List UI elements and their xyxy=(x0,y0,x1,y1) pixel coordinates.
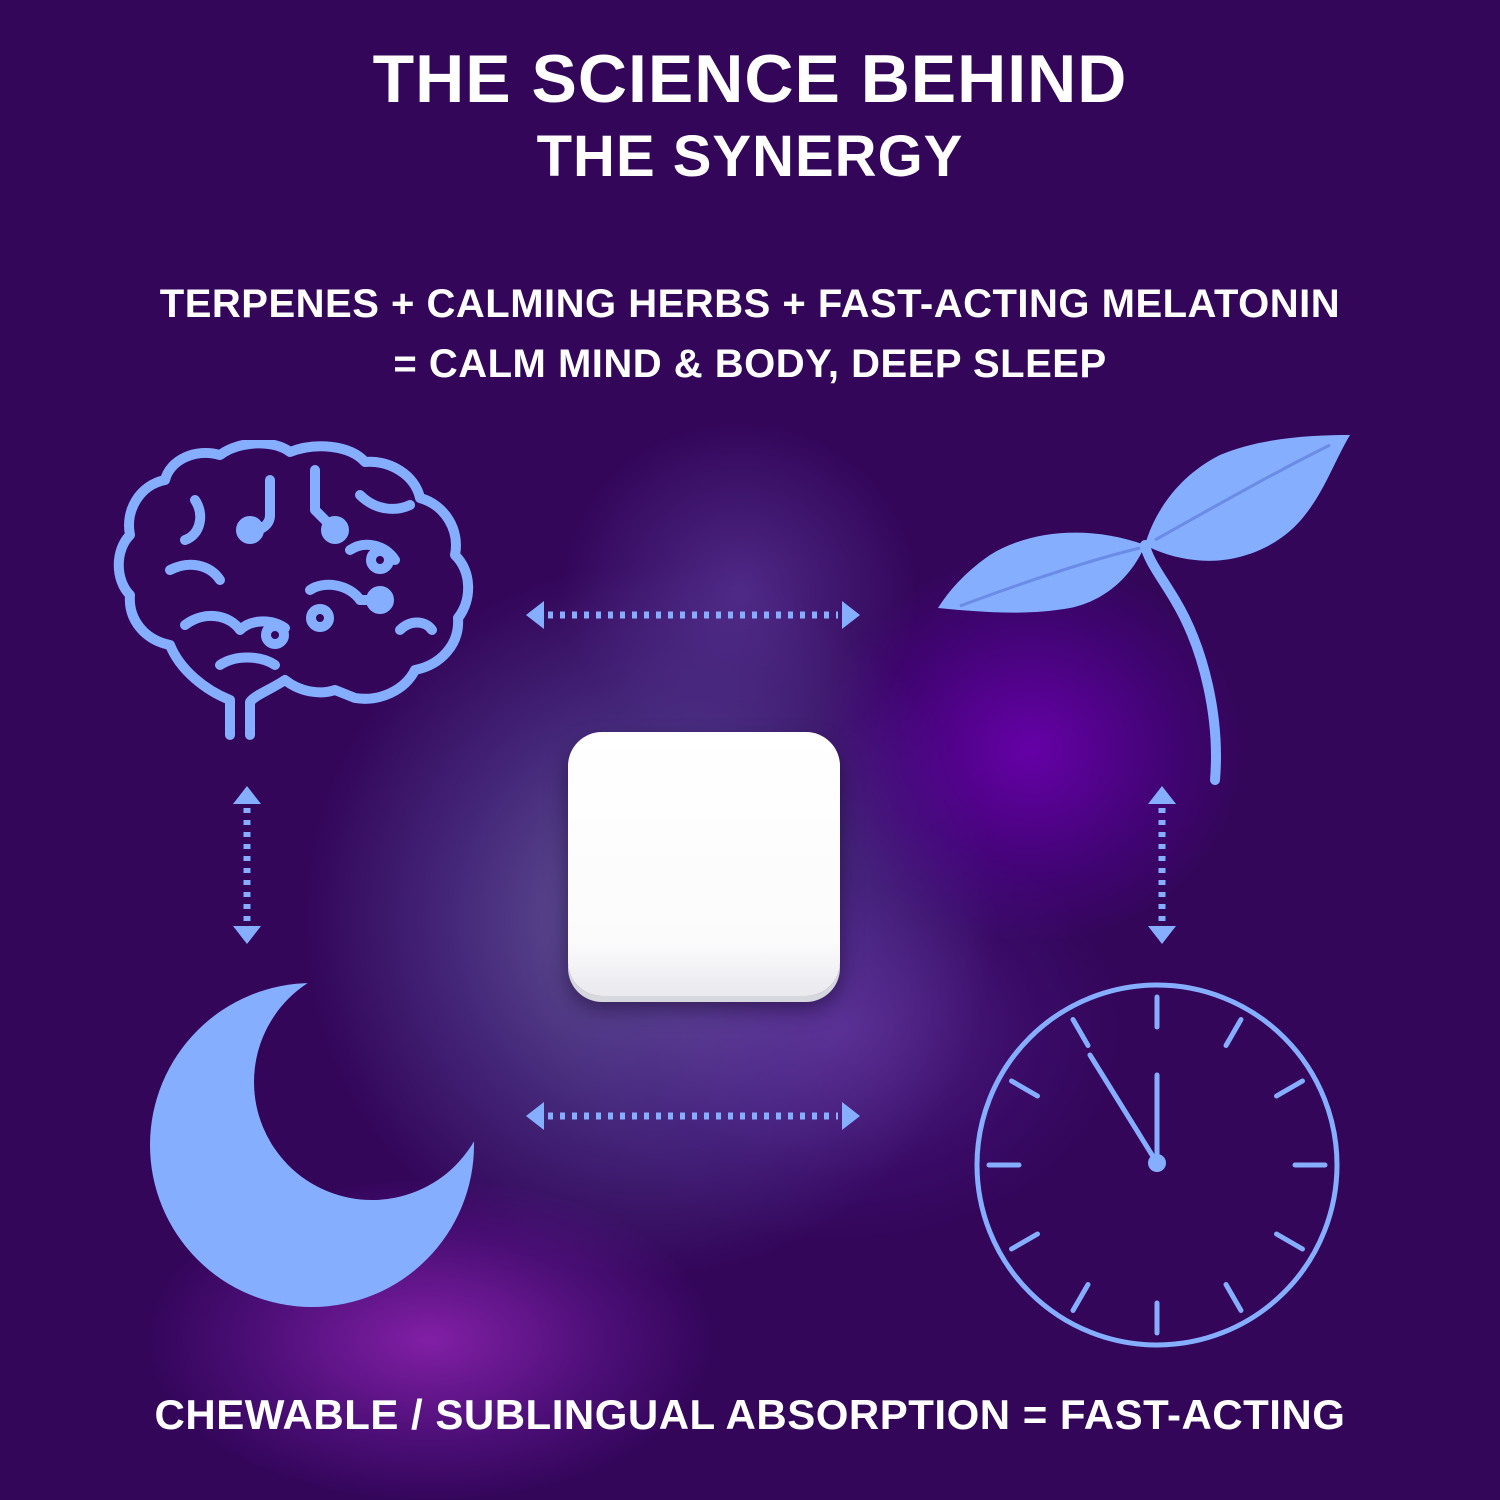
clock-tick xyxy=(1223,1282,1244,1313)
clock-icon xyxy=(974,982,1340,1348)
chewable-tablet xyxy=(568,732,840,996)
upper-glow xyxy=(560,420,920,760)
brain-icon xyxy=(113,440,474,740)
clock-tick xyxy=(1274,1231,1305,1252)
arrow-brain-moon xyxy=(233,786,261,944)
heading-line-2: THE SYNERGY xyxy=(536,124,964,189)
clock-tick xyxy=(1070,1282,1091,1313)
clock-tick xyxy=(1223,1017,1244,1048)
formula-line-1: TERPENES + CALMING HERBS + FAST-ACTING M… xyxy=(159,282,1341,326)
clock-tick xyxy=(1009,1078,1040,1099)
arrow-leaf-clock xyxy=(1148,786,1176,944)
arrow-moon-clock xyxy=(526,1102,860,1130)
clock-tick xyxy=(1070,1017,1091,1048)
arrow-brain-leaf xyxy=(526,601,860,629)
heading-line-1: THE SCIENCE BEHIND xyxy=(372,41,1128,117)
absorption-caption: CHEWABLE / SUBLINGUAL ABSORPTION = FAST-… xyxy=(154,1391,1346,1438)
clock-tick xyxy=(1009,1231,1040,1252)
sprout-leaf-icon xyxy=(938,435,1350,785)
crescent-moon-icon xyxy=(150,983,474,1307)
clock-tick xyxy=(1274,1078,1305,1099)
formula-line-2: = CALM MIND & BODY, DEEP SLEEP xyxy=(393,342,1107,386)
